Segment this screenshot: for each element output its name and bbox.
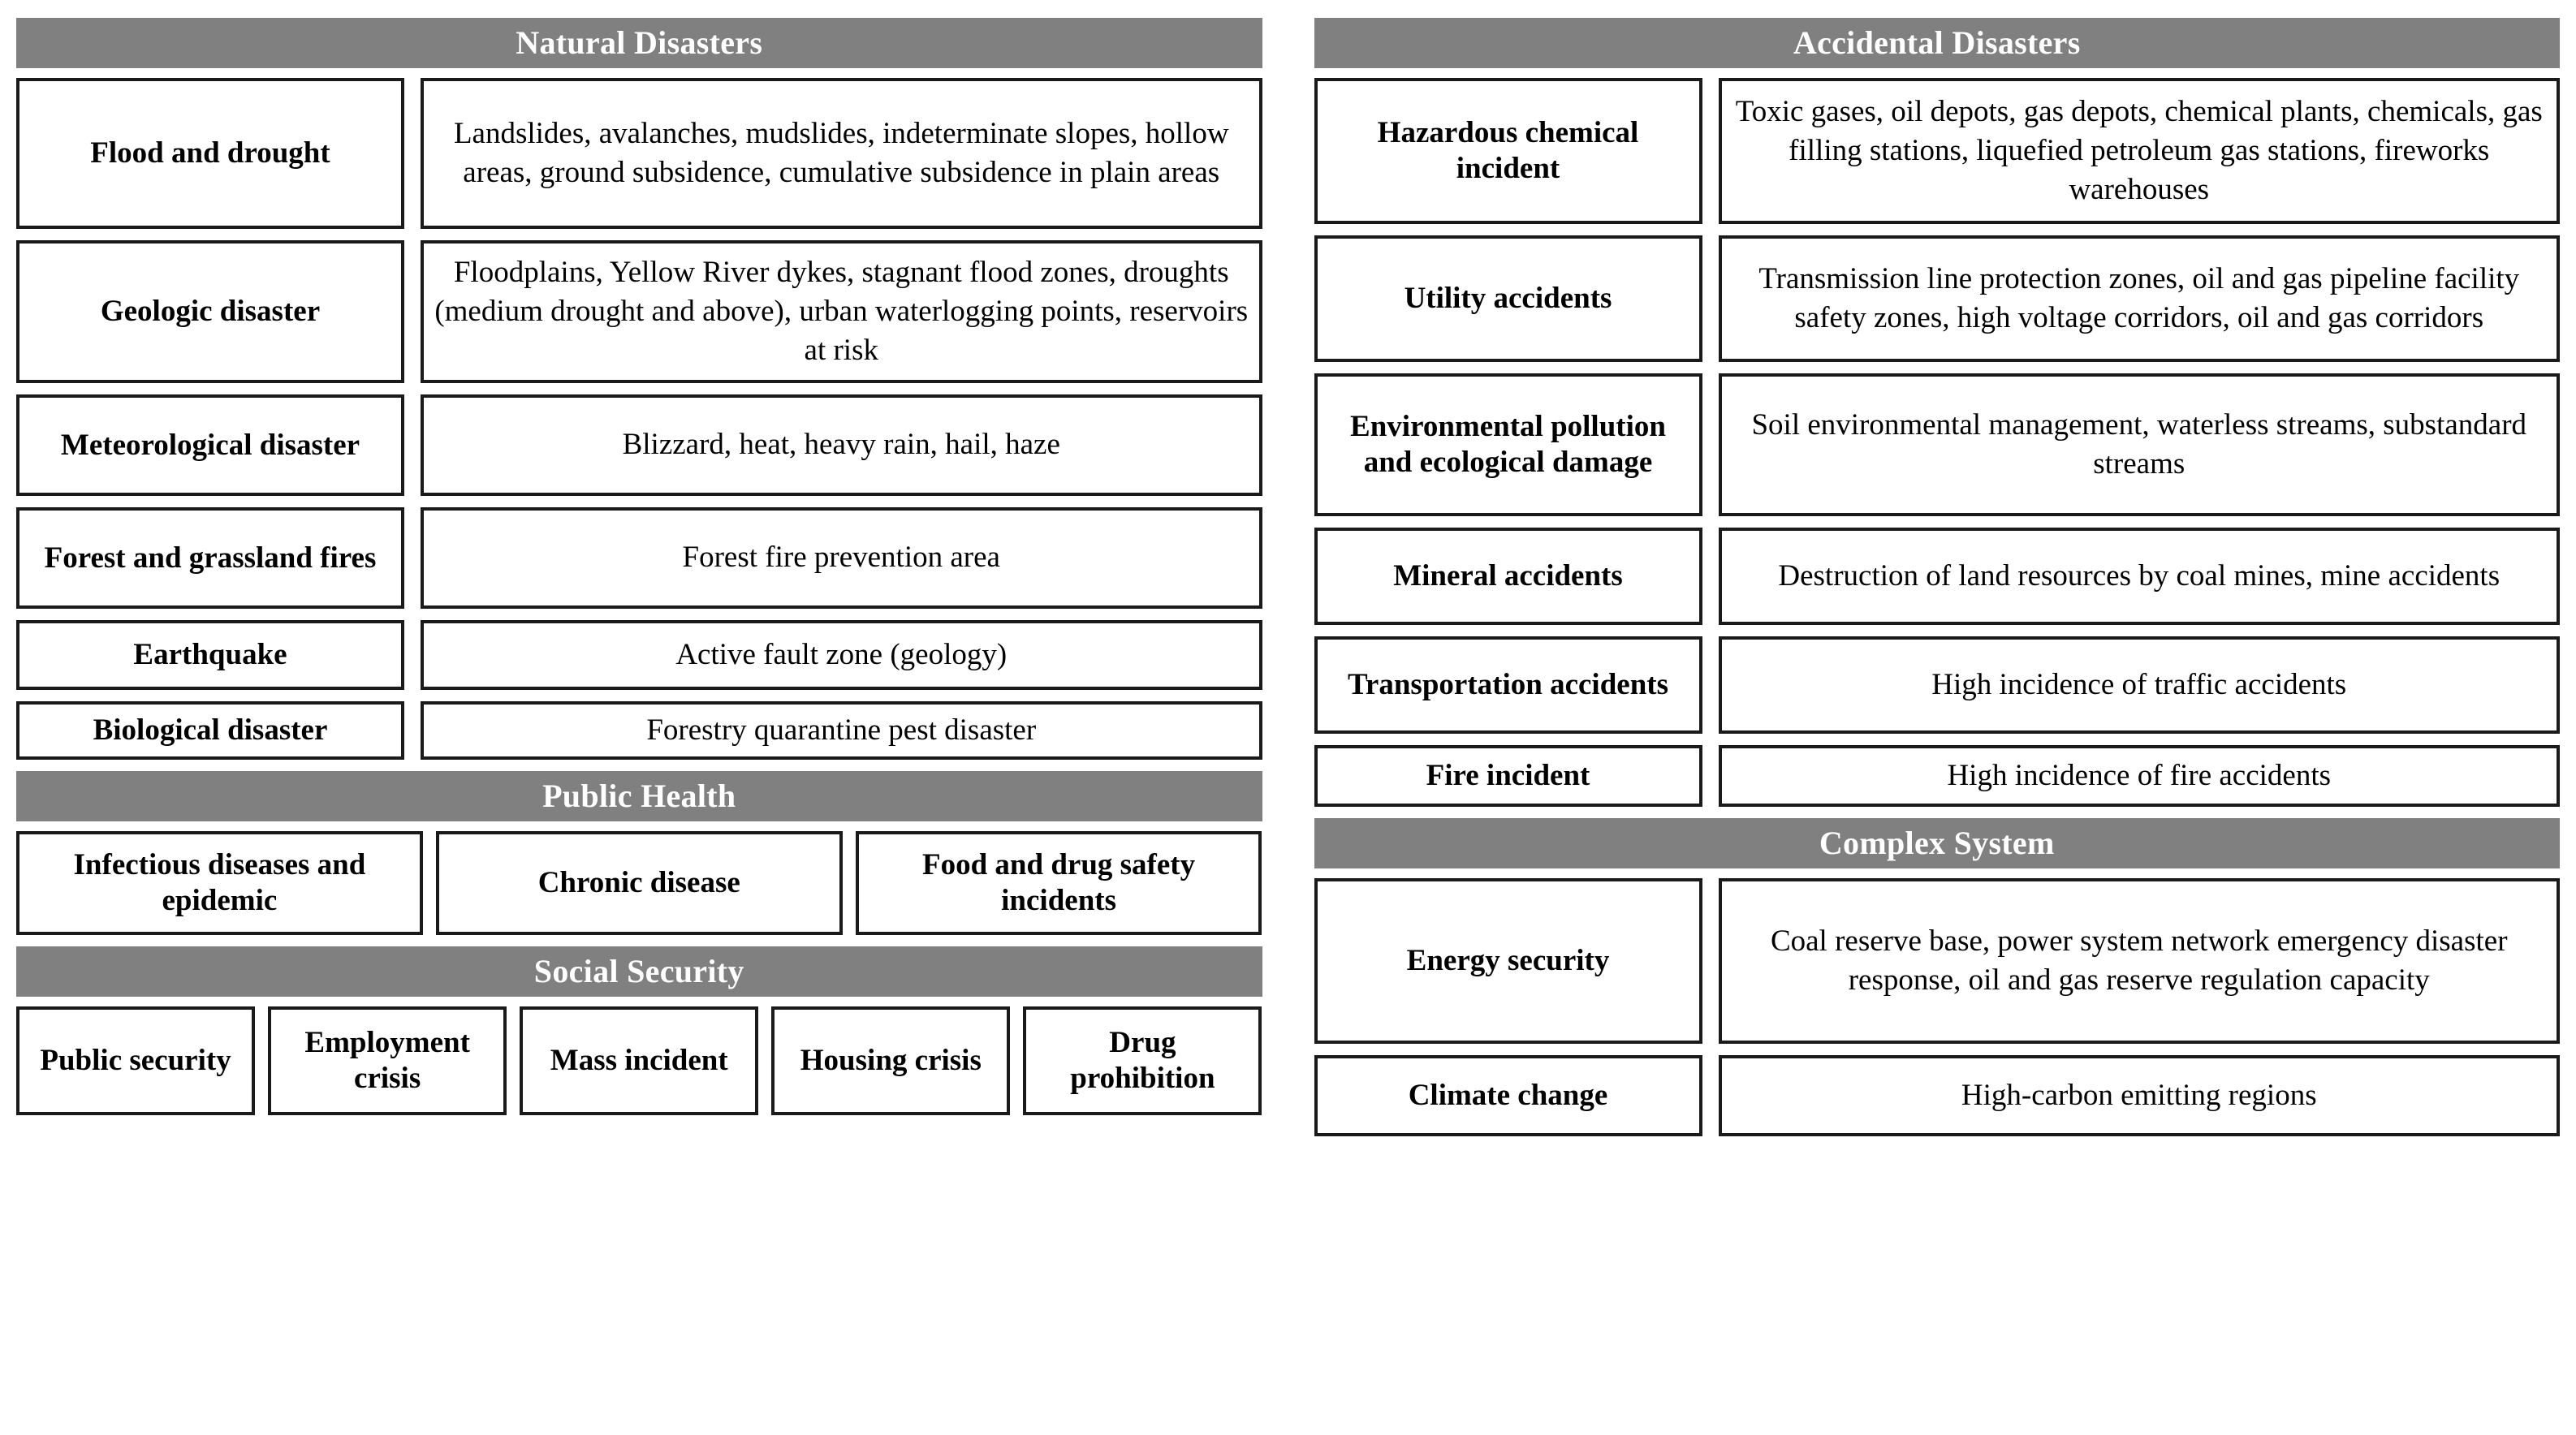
category-label-forest-and-grassland-fires: Forest and grassland fires — [16, 507, 404, 609]
table-row: Climate change High-carbon emitting regi… — [1314, 1055, 2560, 1136]
category-detail-flood-and-drought: Landslides, avalanches, mudslides, indet… — [421, 78, 1262, 229]
category-label-fire-incident: Fire incident — [1314, 745, 1702, 807]
chip-public-security: Public security — [16, 1006, 256, 1115]
category-label-climate-change: Climate change — [1314, 1055, 1702, 1136]
table-row: Geologic disaster Floodplains, Yellow Ri… — [16, 240, 1262, 383]
chip-chronic-disease: Chronic disease — [435, 831, 843, 935]
left-column: Natural Disasters Flood and drought Land… — [16, 18, 1262, 1424]
category-label-hazardous-chemical-incident: Hazardous chemical incident — [1314, 78, 1702, 224]
category-detail-forest-and-grassland-fires: Forest fire prevention area — [421, 507, 1262, 609]
chip-housing-crisis: Housing crisis — [771, 1006, 1011, 1115]
table-row: Earthquake Active fault zone (geology) — [16, 620, 1262, 690]
category-detail-biological-disaster: Forestry quarantine pest disaster — [421, 701, 1262, 760]
chip-mass-incident: Mass incident — [520, 1006, 759, 1115]
table-row: Forest and grassland fires Forest fire p… — [16, 507, 1262, 609]
chip-drug-prohibition: Drug prohibition — [1023, 1006, 1262, 1115]
category-detail-meteorological-disaster: Blizzard, heat, heavy rain, hail, haze — [421, 394, 1262, 496]
table-row: Biological disaster Forestry quarantine … — [16, 701, 1262, 760]
chip-infectious-diseases-and-epidemic: Infectious diseases and epidemic — [16, 831, 423, 935]
section-banner-complex-system: Complex System — [1314, 818, 2560, 868]
chip-row-social-security: Public security Employment crisis Mass i… — [16, 1006, 1262, 1115]
category-label-flood-and-drought: Flood and drought — [16, 78, 404, 229]
category-detail-mineral-accidents: Destruction of land resources by coal mi… — [1718, 528, 2560, 625]
table-row: Utility accidents Transmission line prot… — [1314, 235, 2560, 362]
category-detail-fire-incident: High incidence of fire accidents — [1718, 745, 2560, 807]
section-banner-natural-disasters: Natural Disasters — [16, 18, 1262, 68]
section-banner-public-health: Public Health — [16, 771, 1262, 821]
category-detail-hazardous-chemical-incident: Toxic gases, oil depots, gas depots, che… — [1718, 78, 2560, 224]
table-row: Hazardous chemical incident Toxic gases,… — [1314, 78, 2560, 224]
category-label-meteorological-disaster: Meteorological disaster — [16, 394, 404, 496]
right-column: Accidental Disasters Hazardous chemical … — [1314, 18, 2560, 1424]
table-row: Meteorological disaster Blizzard, heat, … — [16, 394, 1262, 496]
category-label-earthquake: Earthquake — [16, 620, 404, 690]
category-label-energy-security: Energy security — [1314, 878, 1702, 1044]
category-label-environmental-pollution-and-ecological-damage: Environmental pollution and ecological d… — [1314, 373, 1702, 516]
chip-food-and-drug-safety-incidents: Food and drug safety incidents — [855, 831, 1262, 935]
category-label-mineral-accidents: Mineral accidents — [1314, 528, 1702, 625]
chip-row-public-health: Infectious diseases and epidemic Chronic… — [16, 831, 1262, 935]
table-row: Mineral accidents Destruction of land re… — [1314, 528, 2560, 625]
section-banner-accidental-disasters: Accidental Disasters — [1314, 18, 2560, 68]
category-detail-geologic-disaster: Floodplains, Yellow River dykes, stagnan… — [421, 240, 1262, 383]
table-row: Energy security Coal reserve base, power… — [1314, 878, 2560, 1044]
category-detail-utility-accidents: Transmission line protection zones, oil … — [1718, 235, 2560, 362]
category-label-utility-accidents: Utility accidents — [1314, 235, 1702, 362]
chip-employment-crisis: Employment crisis — [268, 1006, 507, 1115]
category-detail-environmental-pollution-and-ecological-damage: Soil environmental management, waterless… — [1718, 373, 2560, 516]
table-row: Fire incident High incidence of fire acc… — [1314, 745, 2560, 807]
category-label-geologic-disaster: Geologic disaster — [16, 240, 404, 383]
category-label-biological-disaster: Biological disaster — [16, 701, 404, 760]
table-row: Flood and drought Landslides, avalanches… — [16, 78, 1262, 229]
table-row: Transportation accidents High incidence … — [1314, 636, 2560, 734]
table-row: Environmental pollution and ecological d… — [1314, 373, 2560, 516]
category-detail-climate-change: High-carbon emitting regions — [1718, 1055, 2560, 1136]
category-label-transportation-accidents: Transportation accidents — [1314, 636, 1702, 734]
section-banner-social-security: Social Security — [16, 946, 1262, 997]
category-detail-earthquake: Active fault zone (geology) — [421, 620, 1262, 690]
category-detail-transportation-accidents: High incidence of traffic accidents — [1718, 636, 2560, 734]
category-detail-energy-security: Coal reserve base, power system network … — [1718, 878, 2560, 1044]
